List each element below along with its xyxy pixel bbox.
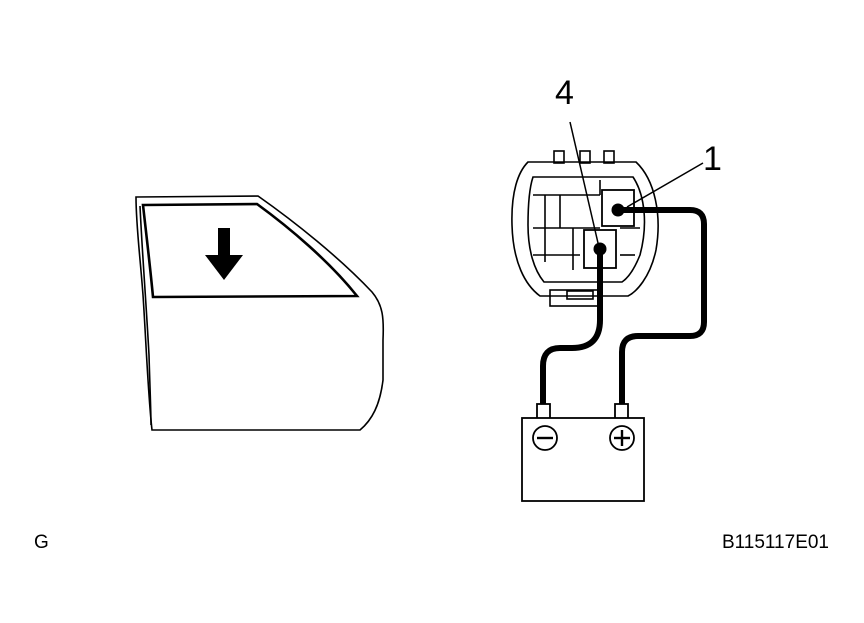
door-outline — [135, 195, 385, 431]
callout-1-label: 1 — [703, 140, 722, 178]
battery — [521, 403, 645, 502]
door-window-frame — [141, 202, 360, 299]
connector — [511, 150, 659, 307]
connector-tab — [603, 150, 615, 164]
footer-left-code: G — [34, 532, 49, 553]
footer-right-code: B115117E01 — [722, 532, 829, 553]
battery-positive-symbol — [609, 425, 635, 451]
wires — [540, 207, 707, 408]
connector-face — [527, 176, 646, 283]
wire-negative — [540, 246, 603, 408]
connector-tab — [553, 150, 565, 164]
callout-1-leader — [626, 162, 704, 208]
window-down-arrow — [205, 228, 243, 280]
door-inner-edge — [139, 205, 152, 426]
car-door — [135, 195, 385, 431]
battery-negative-post — [536, 403, 551, 420]
battery-negative-symbol — [532, 425, 558, 451]
arrow-shaft — [218, 228, 230, 256]
battery-body — [521, 417, 645, 502]
battery-positive-post — [614, 403, 629, 420]
callout-4-label: 4 — [555, 74, 574, 112]
connector-tab — [579, 150, 591, 164]
arrow-head — [205, 255, 243, 280]
wire-positive — [615, 207, 707, 408]
connector-latch-window — [566, 290, 594, 300]
callout-4-leader — [569, 121, 599, 244]
